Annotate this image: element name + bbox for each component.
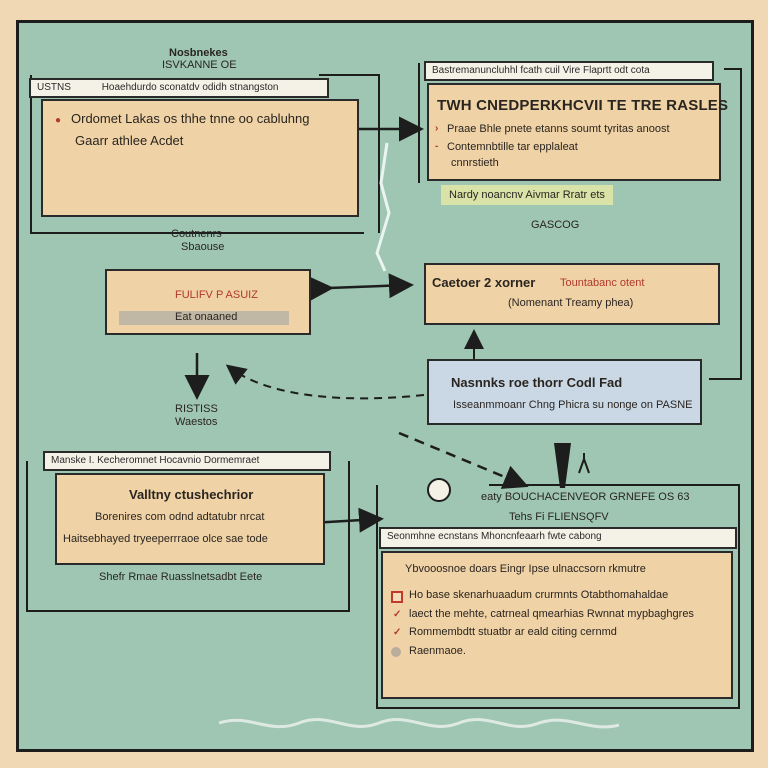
box-f-frame (26, 461, 350, 612)
box-e: Nasnnks roe thorr Codl Fad Isseanmmoanr … (427, 359, 702, 425)
arrow-c-d (308, 273, 414, 302)
box-g-item-1: Ho base skenarhuaadum crurmnts Otabthoma… (409, 589, 669, 601)
box-a-frame-line (30, 75, 364, 234)
label-gascog: GASCOG (531, 219, 580, 231)
box-g-check-icon-2: ✓ (393, 627, 402, 638)
box-b-bullet-icon-2: - (435, 141, 439, 152)
box-a-line2: Gaarr athlee Acdet (75, 133, 184, 148)
box-c-line1: FULIFV P ASUIZ (175, 289, 258, 301)
box-a-bullet-icon: ● (55, 115, 62, 126)
box-g-top-label: eaty BOUCHACENVEOR GRNEFE OS 63 (481, 491, 690, 503)
box-f: Valltny ctushechrior Borenires com odnd … (55, 473, 325, 565)
box-g: Ybvooosnoe doars Eingr Ipse ulnaccsorn r… (381, 551, 733, 699)
box-f-line2: Haitsebhayed tryeeperrraoe olce sae tode (63, 533, 268, 545)
box-f-footer: Shefr Rmae Ruasslnetsadbt Eete (99, 571, 263, 583)
box-a-header: USTNS Hoaehdurdo sconatdv odidh stnangst… (29, 78, 329, 98)
box-a-tag: USTNS (37, 82, 71, 93)
box-b-line2: Contemnbtille tar epplaleat (447, 141, 578, 153)
label-ristiss-1: RISTISS (175, 403, 218, 415)
box-b-header: Bastremanuncluhhl fcath cuil Vire Flaprt… (424, 61, 714, 81)
box-f-header: Manske I. Kecheromnet Hocavnio Dormemrae… (43, 451, 331, 471)
box-e-line2: Isseanmmoanr Chng Phicra su nonge on PAS… (453, 399, 693, 411)
box-f-title: Valltny ctushechrior (129, 487, 254, 502)
box-e-line1: Nasnnks roe thorr Codl Fad (451, 375, 623, 390)
arrow-dashed-to-g (398, 431, 529, 489)
box-g-dot-icon (391, 647, 401, 657)
arrow-e-to-c (225, 364, 425, 400)
box-b-bullet-icon-1: › (435, 123, 439, 134)
box-g-item-3: Rommembdtt stuatbr ar eald citing cernmd (409, 626, 617, 638)
box-g-header: Seonmhne ecnstans Mhoncnfeaarh fwte cabo… (379, 527, 737, 549)
box-b-title: TWH CNEDPERKHCVII TE TRE RASLES (437, 97, 729, 114)
box-d-line1b: Tountabanc otent (560, 277, 645, 289)
box-g-subheader: Ybvooosnoe doars Eingr Ipse ulnaccsorn r… (405, 563, 646, 575)
box-g-item-4: Raenmaoe. (409, 645, 466, 657)
wave-decoration (218, 718, 620, 729)
box-b-line1: Praae Bhle pnete etanns soumt tyritas an… (447, 123, 670, 135)
box-b: TWH CNEDPERKHCVII TE TRE RASLES › Praae … (427, 83, 728, 181)
tripod-mark (578, 453, 590, 474)
box-g-checkbox-icon (391, 591, 403, 603)
box-d: Caetoer 2 xorner Tountabanc otent (Nomen… (424, 263, 720, 325)
node-circle (427, 478, 451, 502)
label-top-left-2: ISVKANNE OE (162, 59, 237, 71)
box-c-line2: Eat onaaned (175, 311, 238, 323)
box-f-line1: Borenires com odnd adtatubr nrcat (95, 511, 265, 523)
box-a-header-text: Hoaehdurdo sconatdv odidh stnangston (101, 82, 279, 93)
box-c: FULIFV P ASUIZ Eat onaaned (105, 269, 311, 335)
box-a-line1: Ordomet Lakas os thhe tnne oo cabluhng (71, 111, 310, 126)
box-c-shade (119, 311, 289, 325)
label-counters-2: Sbaouse (181, 241, 225, 253)
box-b-line3: cnnrstieth (451, 157, 499, 169)
box-g-item-2: laect the mehte, catrneal qmearhias Rwnn… (409, 608, 694, 620)
box-g-frame (376, 484, 740, 709)
label-top-left-1: Nosbnekes (169, 47, 228, 59)
label-counters-1: Coutnenrs (171, 228, 222, 240)
label-ristiss-2: Waestos (175, 416, 218, 428)
lightning-line (375, 142, 391, 272)
connector-layer (26, 63, 742, 729)
box-b-note: Nardy noancnv Aivmar Rratr ets (441, 185, 613, 205)
right-frame-line (709, 68, 742, 380)
diagram-canvas: Nosbnekes ISVKANNE OE USTNS Hoaehdurdo s… (16, 20, 754, 752)
box-d-line1: Caetoer 2 xorner (432, 275, 536, 290)
box-a: ● Ordomet Lakas os thhe tnne oo cabluhng… (41, 99, 359, 217)
box-g-check-icon-1: ✓ (393, 609, 402, 620)
pointer-shape (554, 443, 571, 488)
box-d-line2: (Nomenant Treamy phea) (508, 297, 634, 309)
box-g-sub-label: Tehs Fi FLIENSQFV (509, 511, 609, 523)
box-a-frame-right (319, 74, 380, 233)
